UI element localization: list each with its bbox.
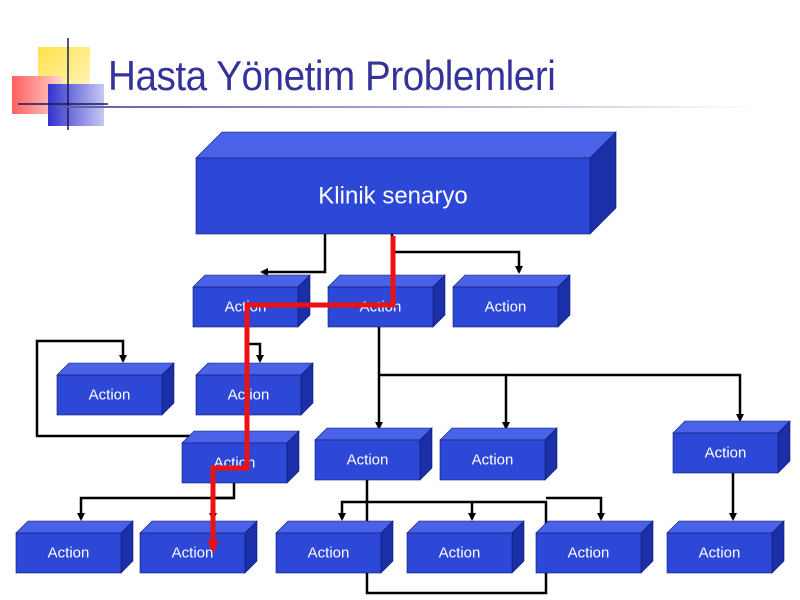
action-box-c2: Action: [314, 427, 433, 481]
box-top-face: [314, 427, 433, 441]
action-box-c1: Action: [181, 430, 300, 484]
action-box-d2: Action: [139, 520, 258, 574]
box-top-face: [672, 420, 791, 434]
box-top-face: [56, 362, 175, 376]
box-top-face: [535, 520, 654, 534]
box-front-face: [275, 532, 382, 574]
box-top-face: [666, 520, 785, 534]
box-label-d1: Action: [48, 545, 90, 562]
box-label-d4: Action: [439, 545, 481, 562]
action-box-d5: Action: [535, 520, 654, 574]
box-front-face: [672, 432, 779, 474]
box-top-face: [192, 274, 311, 288]
connector-c2-d5: [546, 496, 605, 521]
box-front-face: [314, 439, 421, 481]
connector-root-a1: [260, 234, 327, 276]
box-label-d2: Action: [172, 545, 214, 562]
box-label-d6: Action: [699, 545, 741, 562]
box-top-face: [181, 430, 300, 444]
box-top-face: [275, 520, 394, 534]
connector-c1-b1: [35, 339, 190, 438]
box-front-face: [56, 374, 163, 416]
action-box-a3: Action: [452, 274, 571, 328]
connector-a2-c4: [506, 373, 744, 422]
connector-a1-b2: [246, 327, 264, 363]
highlighted-path: [207, 236, 396, 553]
action-box-d4: Action: [406, 520, 525, 574]
box-front-face: [406, 532, 513, 574]
box-front-face: [181, 442, 288, 484]
highlight-path-line: [207, 236, 396, 553]
box-top-face: [139, 520, 258, 534]
box-front-face: [195, 157, 591, 235]
box-top-face: [195, 131, 617, 159]
action-box-root: Klinik senaryo: [195, 131, 617, 235]
box-top-face: [439, 427, 558, 441]
box-label-d3: Action: [308, 545, 350, 562]
box-front-face: [535, 532, 642, 574]
box-top-face: [327, 274, 446, 288]
box-front-face: [15, 532, 122, 574]
action-box-a2: Action: [327, 274, 446, 328]
box-label-a3: Action: [485, 299, 527, 316]
connector-root-a3: [390, 234, 523, 274]
connector-c1-d2: [209, 496, 234, 521]
action-box-c4: Action: [672, 420, 791, 474]
connector-a2-c3: [379, 373, 510, 430]
box-label-c3: Action: [472, 452, 514, 469]
box-top-face: [406, 520, 525, 534]
box-label-d5: Action: [568, 545, 610, 562]
box-label-root: Klinik senaryo: [318, 183, 467, 210]
action-box-d6: Action: [666, 520, 785, 574]
connector-c1-d1: [77, 483, 236, 521]
box-top-face: [452, 274, 571, 288]
action-box-b2: Action: [195, 362, 314, 416]
action-box-b1: Action: [56, 362, 175, 416]
box-front-face: [666, 532, 773, 574]
box-label-c2: Action: [347, 452, 389, 469]
action-box-a1: Action: [192, 274, 311, 328]
box-label-b1: Action: [89, 387, 131, 404]
action-box-d1: Action: [15, 520, 134, 574]
action-box-d3: Action: [275, 520, 394, 574]
title-underline: [56, 106, 756, 108]
box-front-face: [452, 286, 559, 328]
box-top-face: [15, 520, 134, 534]
box-top-face: [195, 362, 314, 376]
slide-title: Hasta Yönetim Problemleri: [108, 52, 556, 99]
decorative-squares-logo: [12, 38, 108, 130]
box-label-c4: Action: [705, 445, 747, 462]
box-front-face: [139, 532, 246, 574]
box-front-face: [439, 439, 546, 481]
action-box-c3: Action: [439, 427, 558, 481]
